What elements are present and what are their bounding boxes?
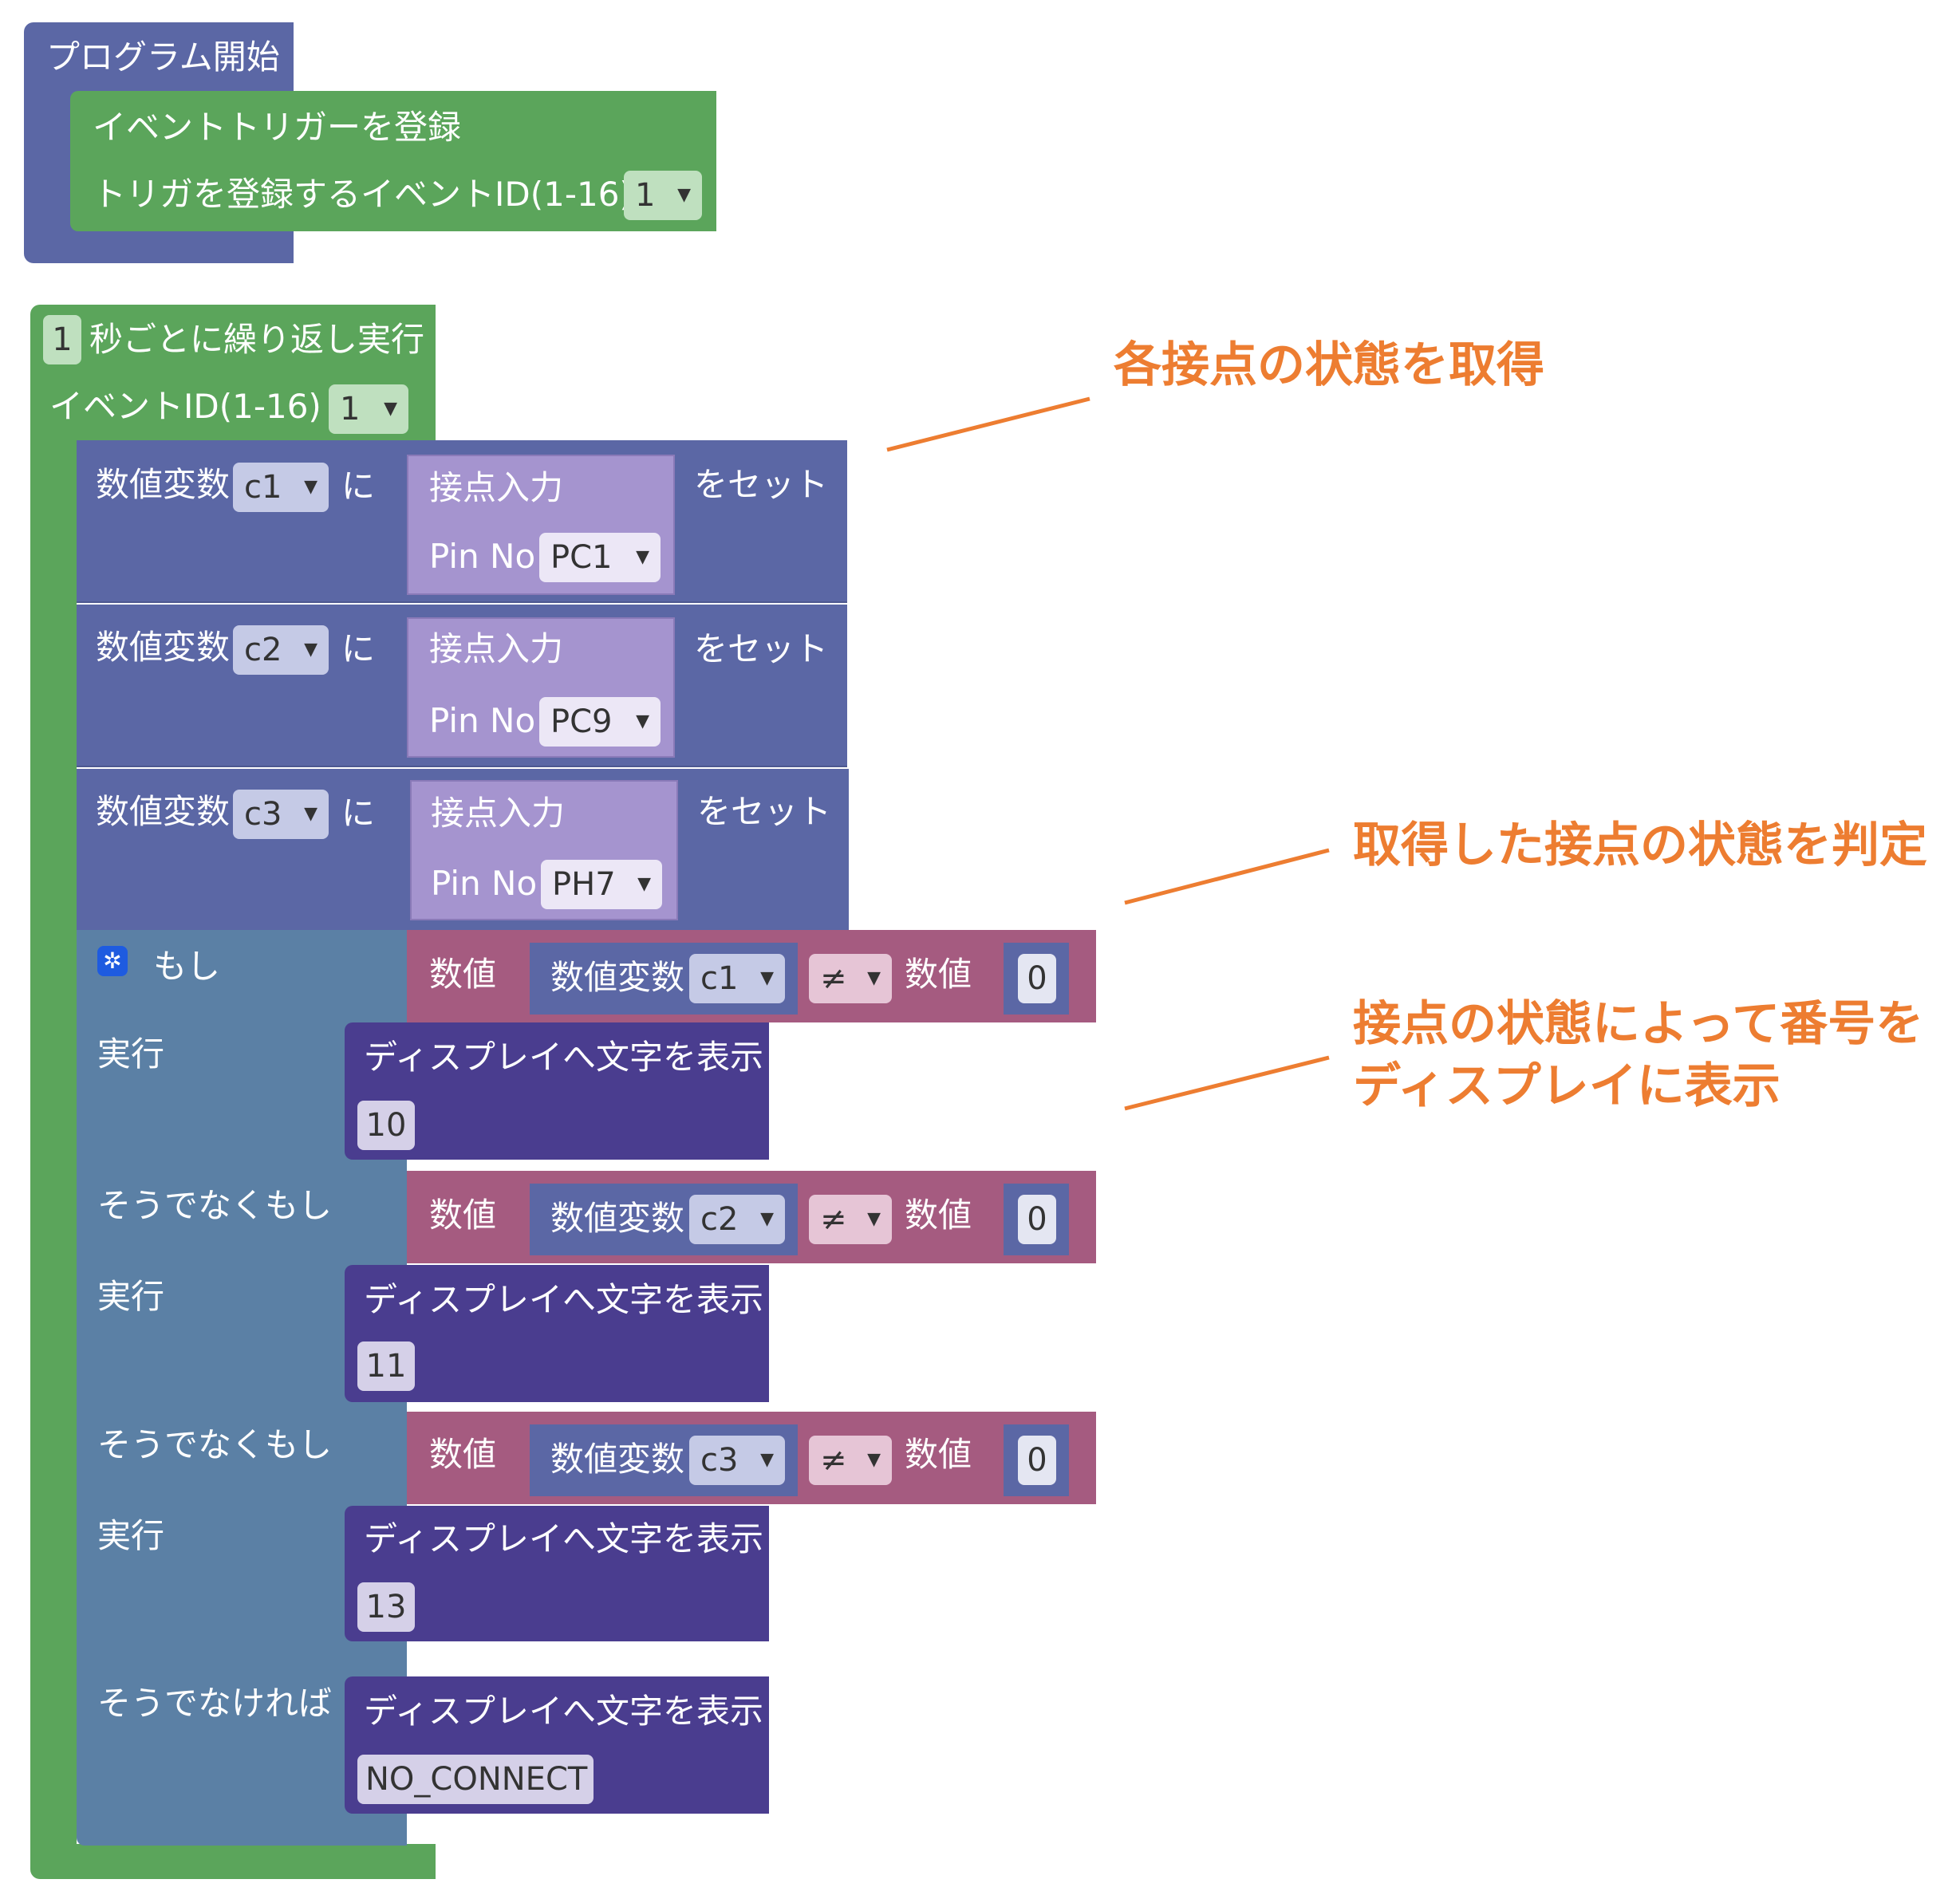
compare-var-dropdown[interactable]: c1▼ xyxy=(689,954,785,1003)
dropdown-arrow-icon: ▼ xyxy=(677,185,691,205)
display-text-label: ディスプレイへ文字を表示 xyxy=(364,1692,764,1731)
compare-var-dropdown[interactable]: c3▼ xyxy=(689,1436,785,1485)
trigger-id-dropdown[interactable]: 1▼ xyxy=(624,171,702,220)
loop-block-side xyxy=(30,443,77,1844)
dropdown-arrow-icon: ▼ xyxy=(637,874,651,894)
loop-block-footer xyxy=(30,1844,436,1879)
elseif-label: そうでなくもし xyxy=(97,1186,333,1225)
compare-num2-label: 数値 xyxy=(905,955,972,994)
pin-no-label: Pin No xyxy=(429,701,536,740)
annotation-line-judge-state xyxy=(1124,848,1330,905)
dropdown-arrow-icon: ▼ xyxy=(304,640,317,660)
number-value-field[interactable]: 0 xyxy=(1018,1436,1056,1485)
annotation-line-display xyxy=(1124,1055,1330,1111)
display-text-block[interactable] xyxy=(345,1022,769,1160)
trigger-register-title: イベントトリガーを登録 xyxy=(93,108,462,147)
set-ni-label: に xyxy=(341,794,376,833)
set-label: をセット xyxy=(697,792,832,831)
loop-event-dropdown[interactable]: 1▼ xyxy=(329,384,408,434)
display-text-field[interactable]: 11 xyxy=(357,1341,415,1391)
annotation-display-line1: 接点の状態によって番号を xyxy=(1353,996,1924,1052)
annotation-judge-state: 取得した接点の状態を判定 xyxy=(1353,817,1927,873)
dropdown-arrow-icon: ▼ xyxy=(867,968,881,988)
display-text-field[interactable]: NO_CONNECT xyxy=(357,1755,594,1804)
annotation-line-get-state xyxy=(886,396,1090,452)
dropdown-arrow-icon: ▼ xyxy=(636,547,649,567)
dropdown-arrow-icon: ▼ xyxy=(867,1209,881,1229)
dropdown-arrow-icon: ▼ xyxy=(760,1209,774,1229)
interval-label: 秒ごとに繰り返し実行 xyxy=(89,320,425,359)
set-label: をセット xyxy=(694,465,829,504)
dropdown-arrow-icon: ▼ xyxy=(384,399,397,419)
set-ni-label: に xyxy=(341,467,376,506)
display-text-field[interactable]: 10 xyxy=(357,1101,415,1150)
pin-no-label: Pin No xyxy=(429,537,536,576)
compare-num-label: 数値 xyxy=(429,955,497,994)
dropdown-arrow-icon: ▼ xyxy=(760,1450,774,1470)
if-label: もし xyxy=(153,947,221,986)
operator-dropdown[interactable]: ≠▼ xyxy=(809,954,892,1003)
do-label: 実行 xyxy=(97,1034,165,1074)
dropdown-arrow-icon: ▼ xyxy=(304,804,317,824)
pin-dropdown[interactable]: PC1▼ xyxy=(539,533,661,582)
set-var-dropdown[interactable]: c1▼ xyxy=(233,463,329,512)
annotation-get-state: 各接点の状態を取得 xyxy=(1114,337,1544,393)
interval-field[interactable]: 1 xyxy=(43,315,81,364)
number-value-field[interactable]: 0 xyxy=(1018,1195,1056,1244)
set-ni-label: に xyxy=(341,629,376,668)
set-var-label: 数値変数 xyxy=(96,792,231,831)
pin-dropdown[interactable]: PH7▼ xyxy=(541,860,662,909)
do-label: 実行 xyxy=(97,1516,165,1555)
set-var-label: 数値変数 xyxy=(96,628,231,667)
set-var-label: 数値変数 xyxy=(96,465,231,504)
trigger-id-label: トリガを登録するイベントID(1-16) xyxy=(93,175,633,214)
contact-input-label: 接点入力 xyxy=(431,794,566,833)
loop-event-label: イベントID(1-16) xyxy=(49,387,321,426)
dropdown-arrow-icon: ▼ xyxy=(867,1450,881,1470)
compare-num2-label: 数値 xyxy=(905,1435,972,1474)
program-start-label: プログラム開始 xyxy=(46,37,280,77)
contact-input-label: 接点入力 xyxy=(429,468,564,507)
gear-icon[interactable]: ✲ xyxy=(97,946,128,976)
display-text-label: ディスプレイへ文字を表示 xyxy=(364,1519,764,1558)
pin-no-label: Pin No xyxy=(431,864,538,903)
elseif-label: そうでなくもし xyxy=(97,1425,333,1464)
number-value-field[interactable]: 0 xyxy=(1018,954,1056,1003)
display-text-block[interactable] xyxy=(345,1506,769,1641)
number-variable-label: 数値変数 xyxy=(550,958,685,997)
if-block-left[interactable] xyxy=(77,930,345,1846)
display-text-label: ディスプレイへ文字を表示 xyxy=(364,1038,764,1077)
pin-dropdown[interactable]: PC9▼ xyxy=(539,697,661,747)
compare-num-label: 数値 xyxy=(429,1435,497,1474)
compare-num-label: 数値 xyxy=(429,1196,497,1235)
do-label: 実行 xyxy=(97,1277,165,1316)
display-text-field[interactable]: 13 xyxy=(357,1582,415,1632)
trigger-register-block[interactable] xyxy=(70,91,716,231)
else-label: そうでなければ xyxy=(97,1684,333,1723)
set-label: をセット xyxy=(694,629,829,668)
dropdown-arrow-icon: ▼ xyxy=(636,711,649,731)
set-var-dropdown[interactable]: c3▼ xyxy=(233,790,329,839)
operator-dropdown[interactable]: ≠▼ xyxy=(809,1195,892,1244)
display-text-block[interactable] xyxy=(345,1265,769,1402)
number-variable-label: 数値変数 xyxy=(550,1440,685,1479)
dropdown-arrow-icon: ▼ xyxy=(760,968,774,988)
set-var-dropdown[interactable]: c2▼ xyxy=(233,625,329,675)
contact-input-label: 接点入力 xyxy=(429,629,564,668)
compare-var-dropdown[interactable]: c2▼ xyxy=(689,1195,785,1244)
annotation-display-line2: ディスプレイに表示 xyxy=(1353,1058,1781,1114)
compare-num2-label: 数値 xyxy=(905,1196,972,1235)
operator-dropdown[interactable]: ≠▼ xyxy=(809,1436,892,1485)
dropdown-arrow-icon: ▼ xyxy=(304,477,317,497)
display-text-label: ディスプレイへ文字を表示 xyxy=(364,1280,764,1319)
number-variable-label: 数値変数 xyxy=(550,1199,685,1238)
